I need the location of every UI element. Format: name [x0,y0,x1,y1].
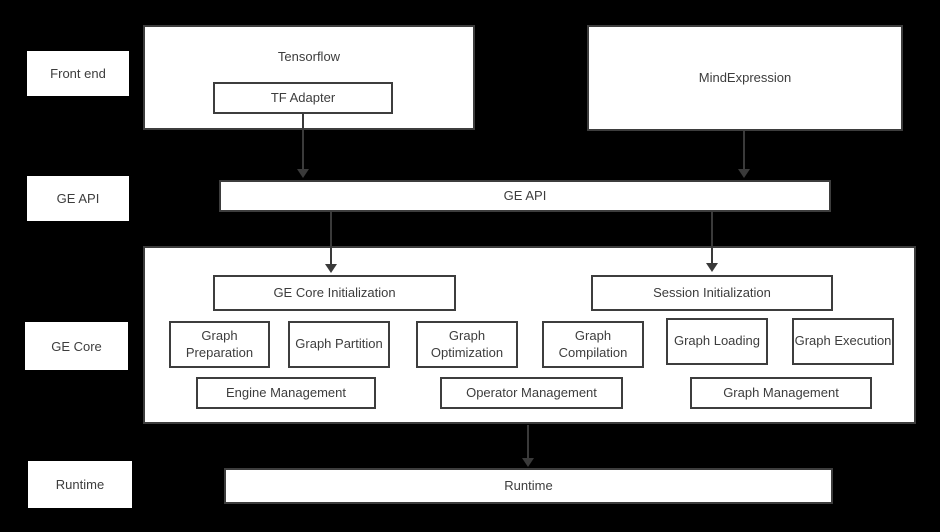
tensorflow-box: Tensorflow TF Adapter [143,25,475,130]
layer-label-ge-core: GE Core [25,322,128,370]
tensorflow-label: Tensorflow [277,49,341,64]
graph-preparation-box: Graph Preparation [169,321,270,368]
arrow-ge-api-to-session-initialization [706,212,718,272]
graph-optimization-box: Graph Optimization [416,321,518,368]
arrow-tf-adapter-to-ge-api [297,113,309,178]
arrow-mindexpression-to-ge-api [738,131,750,178]
operator-management-box: Operator Management [440,377,623,409]
graph-management-box: Graph Management [690,377,872,409]
tf-adapter-box: TF Adapter [213,82,393,114]
graph-execution-box: Graph Execution [792,318,894,365]
ge-core-box: GE Core Initialization Session Initializ… [143,246,916,424]
graph-partition-box: Graph Partition [288,321,390,368]
ge-core-initialization-box: GE Core Initialization [213,275,456,311]
engine-management-box: Engine Management [196,377,376,409]
session-initialization-box: Session Initialization [591,275,833,311]
mindexpression-box: MindExpression [587,25,903,131]
graph-loading-box: Graph Loading [666,318,768,365]
graph-compilation-box: Graph Compilation [542,321,644,368]
layer-label-ge-api: GE API [27,176,129,221]
runtime-box: Runtime [224,468,833,504]
ge-api-box: GE API [219,180,831,212]
arrow-ge-api-to-ge-core-initialization [325,212,337,273]
arrow-ge-core-to-runtime [522,425,534,467]
layer-label-runtime: Runtime [28,461,132,508]
layer-label-front-end: Front end [27,51,129,96]
